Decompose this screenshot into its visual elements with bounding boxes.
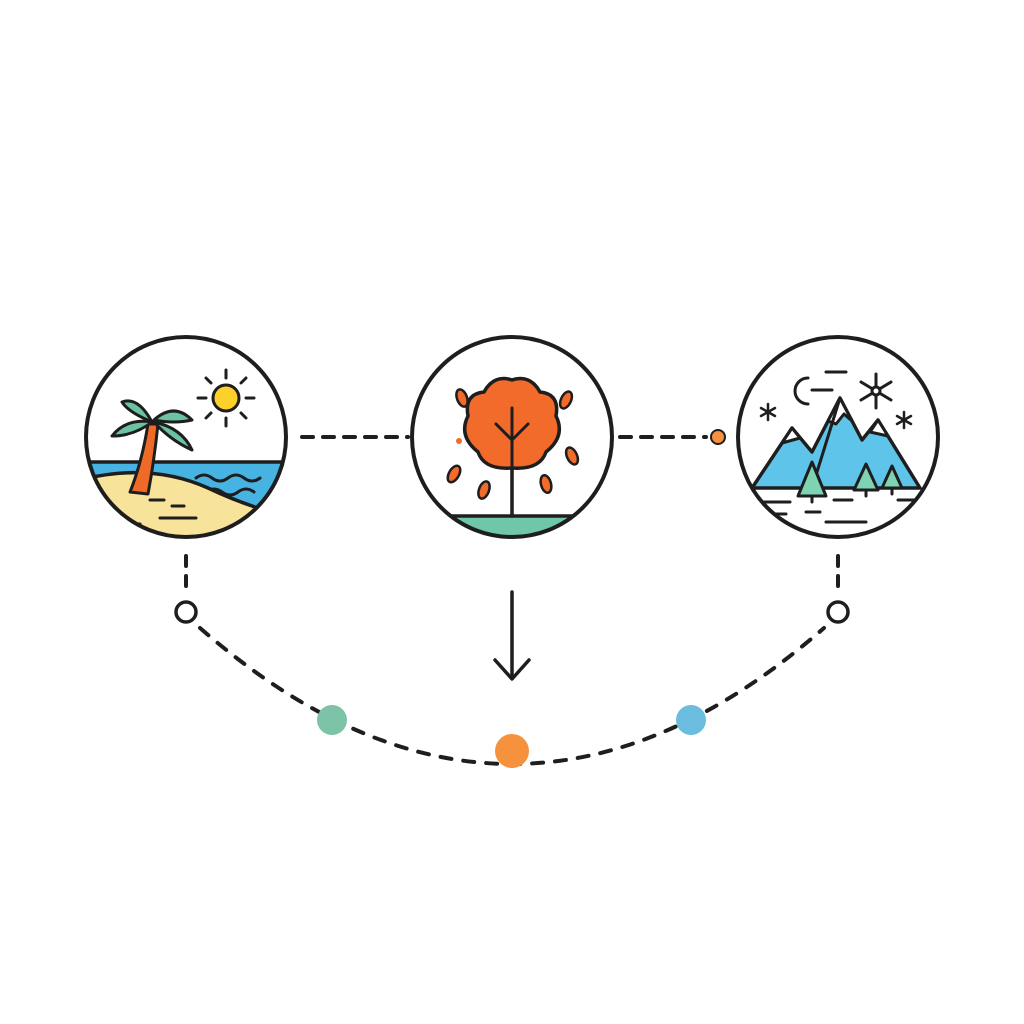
winter-node <box>736 335 940 539</box>
blue-dot <box>676 705 706 735</box>
winter-circle-frame <box>736 335 940 539</box>
snowy-mountains-icon <box>739 338 937 536</box>
teal-dot <box>317 705 347 735</box>
summer-circle-frame <box>84 335 288 539</box>
arrow-down-icon <box>493 590 531 681</box>
open-circle-right <box>826 600 850 624</box>
autumn-node <box>410 335 614 539</box>
beach-palm-sun-icon <box>87 338 285 536</box>
snowflake-icon <box>859 372 893 410</box>
connector-end-dot <box>710 429 726 445</box>
autumn-tree-icon <box>413 338 611 536</box>
open-circle-left <box>174 600 198 624</box>
summer-node <box>84 335 288 539</box>
orange-dot <box>495 734 529 768</box>
autumn-circle-frame <box>410 335 614 539</box>
